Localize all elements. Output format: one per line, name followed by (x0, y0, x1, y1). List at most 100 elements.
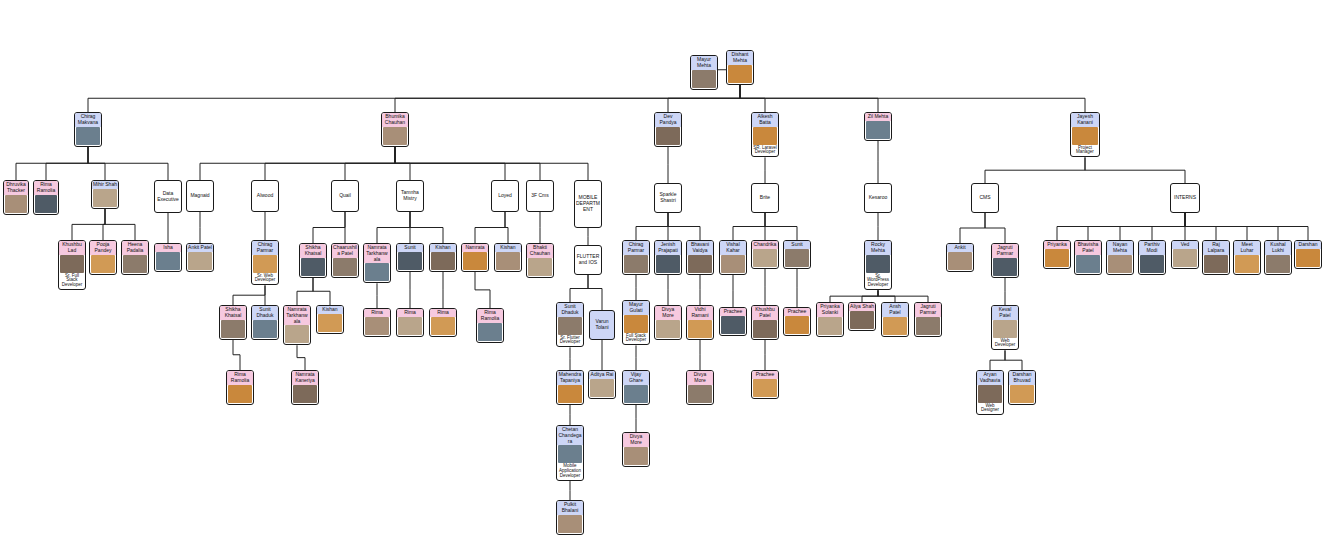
person-card: Vidhi Ramani (686, 305, 714, 340)
person-card: Rima (429, 308, 457, 337)
person-name: Namrata Tarkhanwala (284, 306, 310, 325)
org-connector (700, 275, 701, 306)
org-connector (765, 340, 766, 371)
person-card: Ansh Patel (881, 302, 909, 337)
photo-placeholder (624, 447, 648, 465)
photo-placeholder (1173, 249, 1197, 267)
org-connector (765, 213, 797, 240)
person-card: Darshan Bhuvad (1008, 370, 1036, 405)
job-title: Sr. Full Stack Developer (59, 274, 85, 290)
node-title: Data Executive (155, 190, 181, 204)
person-name: Dishant Mehta (727, 51, 753, 65)
org-connector (797, 269, 798, 307)
person-name: Darshan Bhuvad (1009, 371, 1035, 385)
photo-placeholder (785, 249, 809, 267)
photo-placeholder (721, 316, 745, 334)
org-connector (297, 345, 305, 370)
person-name: Namrata Kaneriya (292, 371, 318, 385)
person-name: Rima (397, 309, 423, 317)
org-connector (200, 147, 395, 181)
org-connector (105, 209, 135, 240)
person-card: Priyanka Solanki (816, 302, 844, 337)
person-name: Vijay Ghare (623, 371, 649, 385)
org-connector (443, 272, 444, 308)
person-card: Sunit DhadukSr. Flutter Developer (556, 302, 584, 347)
photo-placeholder (285, 325, 309, 343)
person-card: Divya More (654, 305, 682, 340)
person-name: Shikha Khatsal (300, 244, 326, 258)
photo-placeholder (333, 258, 357, 276)
photo-placeholder (753, 320, 777, 338)
person-name: Ved (1172, 241, 1198, 249)
person-name: Jagruti Parmar (992, 244, 1018, 258)
person-card: Isha (154, 243, 182, 272)
photo-placeholder (93, 189, 117, 207)
org-connector (297, 278, 313, 306)
org-connector (588, 228, 589, 245)
photo-placeholder (253, 255, 277, 273)
person-name: Aditya Rai (589, 371, 615, 379)
org-connector (505, 212, 508, 243)
person-name: Kishan (430, 244, 456, 252)
node-title: Alwood (252, 192, 278, 200)
photo-placeholder (558, 317, 582, 335)
person-card: Mihir Shah (91, 180, 119, 209)
person-name: Bhakti Chauhan (527, 244, 553, 258)
org-connector (700, 340, 701, 371)
photo-placeholder (301, 258, 325, 276)
org-connector (765, 269, 766, 305)
org-connector (200, 212, 201, 243)
photo-placeholder (60, 255, 84, 273)
department-box: Sparkle Shastri (654, 183, 682, 213)
person-name: Kishan (495, 244, 521, 252)
person-card: Mayur Mehta (690, 55, 718, 90)
person-name: Mayur Mehta (691, 56, 717, 70)
photo-placeholder (753, 127, 777, 145)
department-box: Alwood (251, 180, 279, 212)
photo-placeholder (866, 255, 890, 273)
person-card: Jayesh KananiProject Manager (1070, 112, 1100, 157)
person-card: Aryan VadhaviaWeb Designer (976, 370, 1004, 415)
person-card: Ankit (946, 243, 974, 272)
person-name: Chirag Parmar (252, 241, 278, 255)
person-name: Sunit (397, 244, 423, 252)
photo-placeholder (558, 385, 582, 403)
person-card: Rima Ramolia (33, 180, 59, 215)
photo-placeholder (528, 258, 552, 276)
person-card: Prachee (783, 307, 811, 336)
photo-placeholder (993, 258, 1017, 276)
person-card: Chetan ChandegaraMobile Application Deve… (556, 425, 584, 481)
photo-placeholder (365, 263, 389, 281)
photo-placeholder (188, 252, 212, 270)
photo-placeholder (5, 195, 27, 213)
photo-placeholder (656, 320, 680, 338)
photo-placeholder (383, 127, 407, 145)
person-name: Rocky Mehta (865, 241, 891, 255)
org-connector (1152, 213, 1185, 240)
job-title: Full Stack Developer (623, 334, 649, 345)
person-name: Rima (430, 309, 456, 317)
person-name: Divya More (687, 371, 713, 385)
person-card: Khushbu LadSr. Full Stack Developer (58, 240, 86, 290)
person-card: Pooja Pandey (89, 240, 117, 275)
person-card: Varun Tolani (589, 310, 615, 340)
job-title: Web Developer (992, 339, 1018, 350)
person-card: Bhavisha Patel (1074, 240, 1102, 275)
person-card: Namrata Kaneriya (291, 370, 319, 405)
person-card: Mahendra Tapaniya (556, 370, 584, 405)
person-card: Chandrika (751, 240, 779, 269)
node-title: 3F Cms (527, 192, 553, 200)
org-connector (540, 212, 541, 243)
person-card: Bhumika Chauhan (381, 112, 409, 147)
org-connector (570, 275, 588, 302)
person-card: Heena Padalia (121, 240, 149, 275)
person-card: Namrata Tarkhanwala (283, 305, 311, 345)
org-connector (1005, 350, 1022, 370)
person-card: Dev Pandya (654, 112, 682, 147)
org-connector (1005, 278, 1006, 306)
org-connector (345, 212, 346, 243)
org-connector (668, 213, 700, 240)
node-title: CMS (972, 194, 998, 202)
department-box: Brite (751, 183, 779, 213)
